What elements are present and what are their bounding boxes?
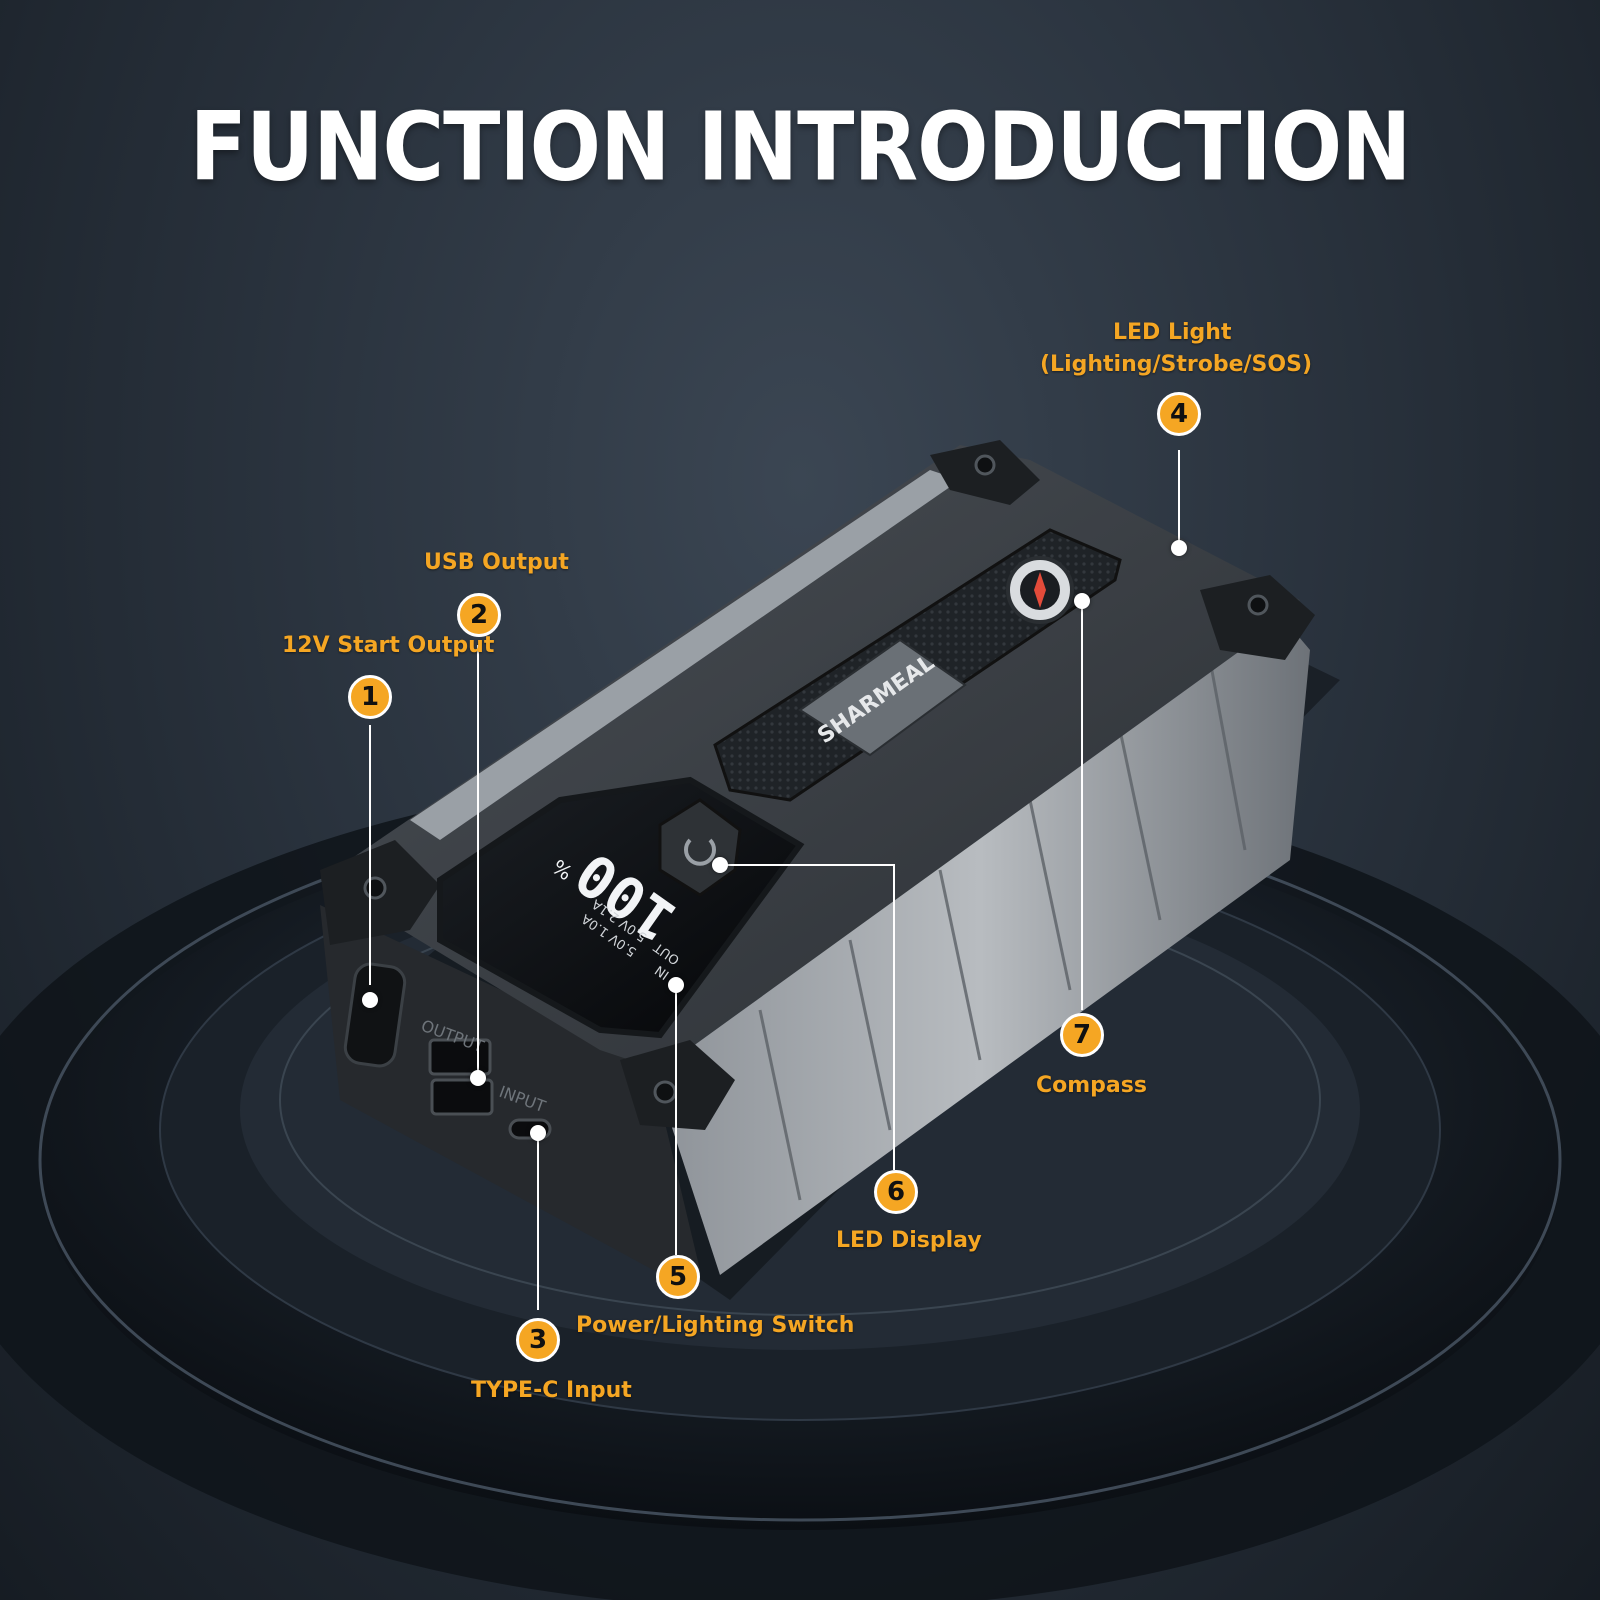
point-5 [668,977,684,993]
point-6 [712,857,728,873]
callout-7-label: Compass [1036,1073,1147,1098]
callout-1-badge: 1 [348,675,392,719]
callout-2-badge: 2 [457,593,501,637]
callout-6-badge: 6 [874,1170,918,1214]
callout-4-badge: 4 [1157,392,1201,436]
callout-2-label: USB Output [424,550,569,575]
leader-line-4 [1178,450,1180,550]
leader-line-5 [675,985,677,1255]
callout-4-label-line2: (Lighting/Strobe/SOS) [1040,352,1313,377]
point-3 [530,1125,546,1141]
callout-5-label: Power/Lighting Switch [576,1313,855,1338]
callout-4-label-line1: LED Light [1113,320,1232,345]
leader-line-2 [477,645,479,1085]
callout-1-label: 12V Start Output [282,633,495,658]
callout-3-badge: 3 [516,1318,560,1362]
leader-line-1 [369,725,371,985]
jump-starter-device [320,440,1340,1300]
callout-3-label: TYPE-C Input [471,1378,632,1403]
point-1 [362,992,378,1008]
point-2 [470,1070,486,1086]
leader-line-7 [1081,600,1083,1010]
callout-6-label: LED Display [836,1228,982,1253]
callout-5-badge: 5 [656,1255,700,1299]
leader-line-3 [537,1135,539,1310]
page-title: FUNCTION INTRODUCTION [189,92,1412,202]
leader-line-6v [893,864,895,1170]
leader-line-6h [720,864,895,866]
point-4 [1171,540,1187,556]
callout-7-badge: 7 [1060,1013,1104,1057]
point-7 [1074,593,1090,609]
